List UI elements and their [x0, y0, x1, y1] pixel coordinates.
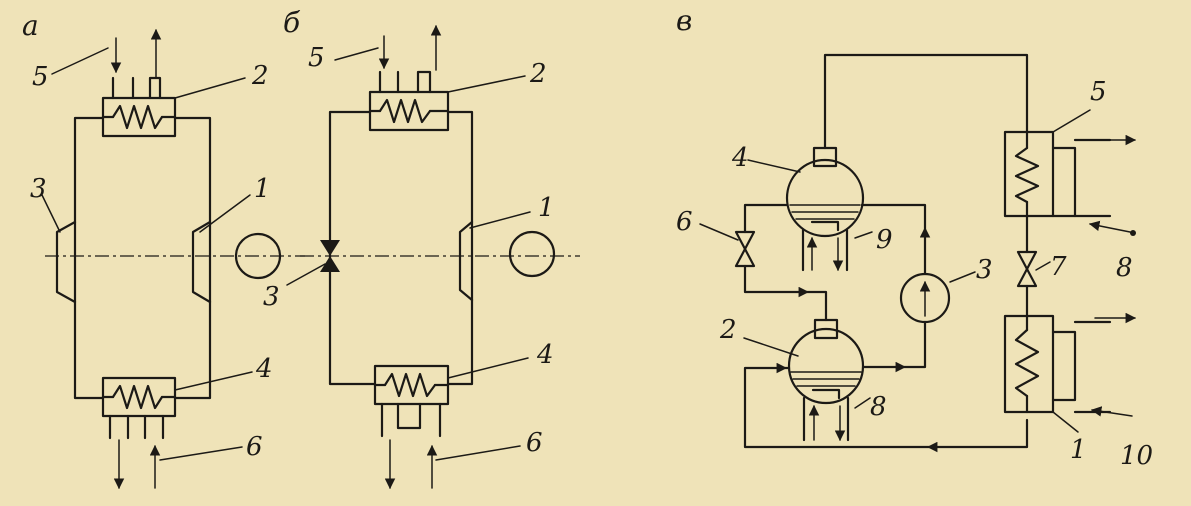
panel-b-label-2: 2	[529, 59, 547, 89]
panel-c-label-6: 6	[676, 207, 693, 237]
panel-b-label-4: 4	[536, 340, 554, 370]
panel-c-label-3: 3	[976, 255, 993, 285]
panel-a-compressor	[191, 220, 212, 304]
panel-a-label-6: 6	[246, 432, 263, 462]
panel-b-label-6: 6	[526, 428, 543, 458]
panel-c-label-10: 10	[1120, 441, 1153, 471]
panel-a-label-5: 5	[32, 62, 49, 92]
panel-b-condenser	[368, 24, 450, 132]
panel-b-label-5: 5	[308, 43, 325, 73]
panel-c-pipe-pump-up	[860, 203, 927, 276]
panel-a-label-4: 4	[255, 354, 273, 384]
panel-a-evaporator	[101, 376, 177, 490]
panel-a-label-3: 3	[30, 174, 47, 204]
panel-b-compressor	[458, 220, 474, 302]
panel-a-label-2: 2	[251, 61, 269, 91]
panel-c-label-4: 4	[731, 143, 749, 173]
panel-b-label-3: 3	[263, 282, 280, 312]
panel-c-label-2: 2	[719, 315, 737, 345]
panel-b-label-1: 1	[538, 193, 555, 223]
panel-b: б	[263, 6, 580, 490]
panel-b-letter: б	[283, 6, 301, 39]
panel-c-drum-lower	[787, 318, 865, 442]
panel-b-motor	[508, 230, 556, 278]
panel-c-drum-upper	[785, 146, 865, 272]
panel-c-valve-6	[734, 230, 756, 268]
panel-a-letter: а	[22, 9, 39, 42]
panel-b-throttle-valve	[320, 240, 340, 272]
panel-a-label-1: 1	[254, 174, 271, 204]
panel-a-loop	[73, 116, 212, 400]
panel-c-label-5: 5	[1090, 77, 1107, 107]
panel-a: а	[22, 9, 305, 490]
panel-c-label-9: 9	[876, 225, 893, 255]
panel-a-condenser	[101, 28, 177, 138]
panel-c-condenser	[1003, 130, 1137, 236]
panel-a-expander	[55, 220, 77, 304]
panel-c-label-8-right: 8	[1116, 253, 1133, 283]
panel-c-letter: в	[676, 4, 692, 37]
panel-c-label-8-bottom: 8	[870, 392, 887, 422]
panel-b-loop	[328, 110, 474, 386]
panel-c-label-7: 7	[1050, 252, 1067, 282]
panel-c-pump	[899, 272, 951, 324]
panel-c-valve-7	[1016, 250, 1038, 288]
panel-c-top-pipe	[823, 53, 1029, 150]
panel-c-label-1: 1	[1070, 435, 1087, 465]
panel-c: в	[676, 4, 1153, 471]
panel-c-evaporator	[1003, 312, 1137, 417]
panel-c-pipe-pump-down	[862, 320, 927, 369]
panel-b-evaporator	[373, 364, 450, 490]
